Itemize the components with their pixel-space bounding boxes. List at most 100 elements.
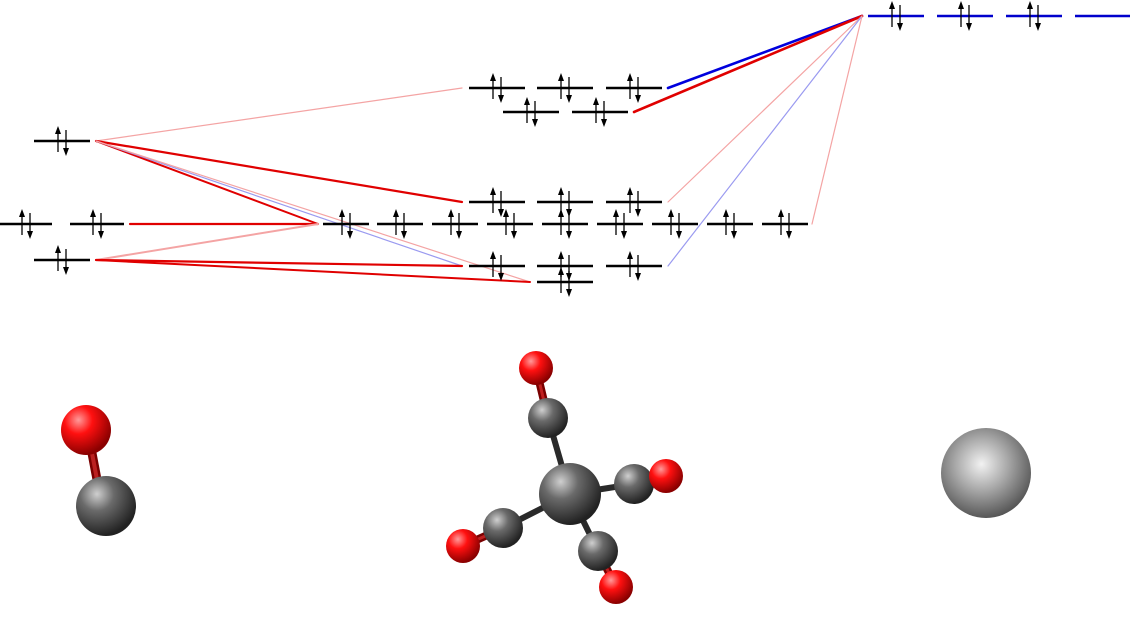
spin-up-arrow [558,209,564,235]
spin-up-arrow [627,73,633,99]
spin-down-arrow [566,271,572,297]
filled-orbital-level [537,267,593,297]
correlation-lines [94,14,864,283]
spin-up-arrow [627,187,633,213]
spin-up-arrow [723,209,729,235]
spin-down-arrow [498,191,504,217]
filled-orbital-level [707,209,753,239]
filled-orbital-level [572,97,628,127]
spin-up-arrow [490,187,496,213]
filled-orbital-level [34,245,90,275]
carbon-atom [614,464,654,504]
spin-up-arrow [339,209,345,235]
filled-orbital-level [537,73,593,103]
spin-down-arrow [456,213,462,239]
correlation-line [94,258,464,268]
spin-down-arrow [966,5,972,31]
spin-up-arrow [668,209,674,235]
correlation-line [95,87,463,142]
spin-down-arrow [601,101,607,127]
filled-orbital-level [70,209,124,239]
spin-up-arrow [393,209,399,235]
correlation-line [667,15,863,203]
filled-orbital-level [469,73,525,103]
spin-down-arrow [498,77,504,103]
filled-orbital-level [597,209,643,239]
molecule-models [61,351,1031,604]
spin-down-arrow [731,213,737,239]
correlation-line [95,140,319,225]
spin-up-arrow [958,1,964,27]
spin-up-arrow [448,209,454,235]
filled-orbital-level [868,1,924,31]
correlation-line [811,15,863,225]
filled-orbital-level [762,209,808,239]
spin-down-arrow [63,249,69,275]
spin-up-arrow [889,1,895,27]
spin-up-arrow [55,245,61,271]
filled-orbital-level [469,251,525,281]
spin-up-arrow [1027,1,1033,27]
spin-up-arrow [19,209,25,235]
carbon-atom [76,476,136,536]
correlation-line [95,223,319,261]
spin-up-arrow [490,251,496,277]
carbon-atom [578,531,618,571]
correlation-line [94,139,464,204]
filled-orbital-level [377,209,423,239]
filled-orbital-level [606,73,662,103]
spin-down-arrow [1035,5,1041,31]
spin-up-arrow [558,73,564,99]
spin-up-arrow [627,251,633,277]
correlation-line [95,140,463,267]
filled-orbital-level [432,209,478,239]
oxygen-atom [61,405,111,455]
spin-down-arrow [566,77,572,103]
filled-orbital-level [487,209,533,239]
spin-down-arrow [63,130,69,156]
carbon-atom [528,398,568,438]
filled-orbital-level [323,209,369,239]
spin-down-arrow [635,191,641,217]
spin-up-arrow [55,126,61,152]
spin-down-arrow [566,213,572,239]
spin-up-arrow [90,209,96,235]
filled-orbital-level [537,187,593,217]
spin-down-arrow [635,255,641,281]
metal-atom-sphere [941,428,1031,518]
spin-down-arrow [27,213,33,239]
oxygen-atom [599,570,633,604]
spin-down-arrow [621,213,627,239]
spin-down-arrow [98,213,104,239]
filled-orbital-level [503,97,559,127]
carbon-atom [483,508,523,548]
correlation-line [667,15,863,267]
spin-up-arrow [558,267,564,293]
energy-levels [0,1,1130,297]
spin-down-arrow [532,101,538,127]
filled-orbital-level [537,251,593,281]
oxygen-atom [649,459,683,493]
filled-orbital-level [1006,1,1062,31]
oxygen-atom [519,351,553,385]
oxygen-atom [446,529,480,563]
correlation-line [95,140,531,283]
spin-down-arrow [676,213,682,239]
spin-up-arrow [593,97,599,123]
filled-orbital-level [0,209,52,239]
filled-orbital-level [937,1,993,31]
spin-up-arrow [524,97,530,123]
spin-down-arrow [498,255,504,281]
spin-down-arrow [347,213,353,239]
metal-atom [539,463,601,525]
spin-up-arrow [503,209,509,235]
filled-orbital-level [606,251,662,281]
spin-up-arrow [490,73,496,99]
filled-orbital-level [34,126,90,156]
spin-down-arrow [786,213,792,239]
correlation-line [632,14,864,114]
spin-down-arrow [401,213,407,239]
correlation-line [666,14,864,90]
